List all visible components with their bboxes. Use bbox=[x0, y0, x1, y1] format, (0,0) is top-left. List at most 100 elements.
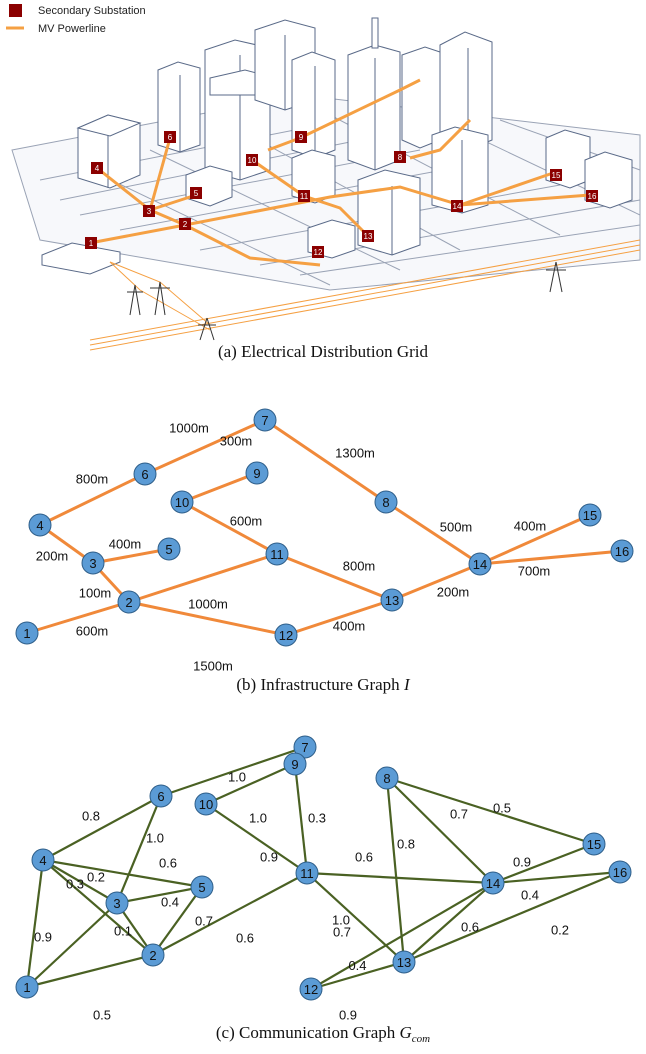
node-circle bbox=[190, 875, 214, 899]
substation-square bbox=[586, 190, 598, 202]
infra-edge-label: 400m bbox=[109, 537, 142, 552]
node-label: 10 bbox=[175, 495, 189, 510]
infra-node-9: 9 bbox=[245, 461, 269, 485]
comm-edge-3-6 bbox=[115, 795, 163, 904]
node-circle bbox=[293, 735, 317, 759]
comm-edge-4-6 bbox=[42, 795, 162, 861]
comm-edge-8-14 bbox=[386, 777, 494, 884]
substation-id: 15 bbox=[552, 171, 561, 180]
comm-edge-14-12 bbox=[310, 882, 494, 990]
infra-edge-label: 300m bbox=[220, 434, 253, 449]
comm-edge-label: 1.0 bbox=[228, 770, 246, 785]
comm-edge-11-14 bbox=[306, 871, 494, 885]
node-label: 3 bbox=[113, 896, 120, 911]
substation-marker: 8 bbox=[394, 151, 406, 163]
comm-edge-label: 0.9 bbox=[34, 930, 52, 945]
substation-square bbox=[190, 187, 202, 199]
substation-marker: 3 bbox=[143, 205, 155, 217]
caption-c: (c) Communication Graph Gcom bbox=[216, 1023, 430, 1045]
comm-node-11: 11 bbox=[295, 861, 319, 885]
comm-node-5: 5 bbox=[190, 875, 214, 899]
node-label: 11 bbox=[300, 866, 314, 881]
comm-edge-label: 0.8 bbox=[82, 809, 100, 824]
node-label: 4 bbox=[36, 518, 43, 533]
substation-id: 3 bbox=[147, 207, 152, 216]
comm-edge-label: 0.2 bbox=[551, 923, 569, 938]
infra-edge-label: 700m bbox=[518, 564, 551, 579]
infra-edge-7-8 bbox=[264, 418, 387, 504]
infra-edge-label: 800m bbox=[343, 559, 376, 574]
comm-edge-label: 0.6 bbox=[159, 856, 177, 871]
infra-edge-12-13 bbox=[285, 598, 393, 637]
substation-marker: 14 bbox=[451, 200, 463, 212]
comm-edge-5-2 bbox=[152, 886, 203, 956]
legend: Secondary Substation MV Powerline bbox=[6, 4, 146, 35]
caption-c-symbol: G bbox=[400, 1023, 412, 1042]
infra-edge-labels: 600m100m200m400m800m1000m1300m300m600m10… bbox=[36, 421, 551, 674]
infra-edge-3-5 bbox=[92, 547, 170, 565]
substation-square bbox=[451, 200, 463, 212]
comm-edge-14-16 bbox=[492, 870, 621, 885]
substation-square bbox=[312, 246, 324, 258]
node-circle bbox=[81, 551, 105, 575]
substation-marker: 9 bbox=[295, 131, 307, 143]
building bbox=[357, 169, 421, 256]
infra-node-2: 2 bbox=[117, 590, 141, 614]
infra-edge-label: 1500m bbox=[193, 659, 233, 674]
substation-square bbox=[143, 205, 155, 217]
comm-edge-11-13 bbox=[306, 872, 405, 963]
comm-node-3: 3 bbox=[105, 891, 129, 915]
caption-b-text: (b) Infrastructure Graph bbox=[236, 675, 404, 694]
legend-powerline-label: MV Powerline bbox=[38, 23, 106, 35]
infra-edge-13-14 bbox=[391, 562, 481, 602]
building bbox=[157, 61, 201, 153]
node-circle bbox=[194, 792, 218, 816]
comm-edge-2-11 bbox=[152, 872, 308, 956]
infra-node-14: 14 bbox=[468, 552, 492, 576]
substation-marker: 15 bbox=[550, 169, 562, 181]
infra-node-5: 5 bbox=[157, 537, 181, 561]
legend-substation-swatch bbox=[9, 4, 22, 17]
infra-edge-6-7 bbox=[144, 418, 266, 476]
node-label: 7 bbox=[301, 740, 308, 755]
substation-marker: 4 bbox=[91, 162, 103, 174]
node-label: 13 bbox=[385, 593, 399, 608]
infra-edge-label: 200m bbox=[36, 549, 69, 564]
comm-node-8: 8 bbox=[375, 766, 399, 790]
substation-id: 10 bbox=[248, 156, 257, 165]
infra-edge-4-6 bbox=[39, 472, 146, 527]
infra-edge-8-14 bbox=[385, 500, 481, 566]
comm-edge-label: 1.0 bbox=[146, 831, 164, 846]
node-circle bbox=[283, 752, 307, 776]
node-circle bbox=[141, 943, 165, 967]
node-circle bbox=[374, 490, 398, 514]
node-circle bbox=[299, 977, 323, 1001]
node-circle bbox=[133, 462, 157, 486]
comm-edge-label: 0.3 bbox=[308, 811, 326, 826]
node-label: 1 bbox=[23, 626, 30, 641]
node-circle bbox=[31, 848, 55, 872]
node-circle bbox=[265, 542, 289, 566]
substation-id: 4 bbox=[95, 164, 100, 173]
comm-edge-label: 0.9 bbox=[260, 850, 278, 865]
comm-node-14: 14 bbox=[481, 871, 505, 895]
node-circle bbox=[253, 408, 277, 432]
comm-edge-label: 0.6 bbox=[355, 850, 373, 865]
comm-node-12: 12 bbox=[299, 977, 323, 1001]
substation-square bbox=[91, 162, 103, 174]
node-label: 13 bbox=[397, 955, 411, 970]
comm-edge-label: 0.9 bbox=[513, 855, 531, 870]
node-label: 7 bbox=[261, 413, 268, 428]
building bbox=[347, 44, 401, 171]
comm-edge-label: 0.7 bbox=[450, 807, 468, 822]
substation-id: 11 bbox=[300, 192, 309, 201]
infrastructure-graph-panel: 600m100m200m400m800m1000m1300m300m600m10… bbox=[15, 408, 634, 694]
node-circle bbox=[170, 490, 194, 514]
comm-edge-14-13 bbox=[403, 882, 494, 963]
comm-node-7: 7 bbox=[293, 735, 317, 759]
infra-node-12: 12 bbox=[274, 623, 298, 647]
